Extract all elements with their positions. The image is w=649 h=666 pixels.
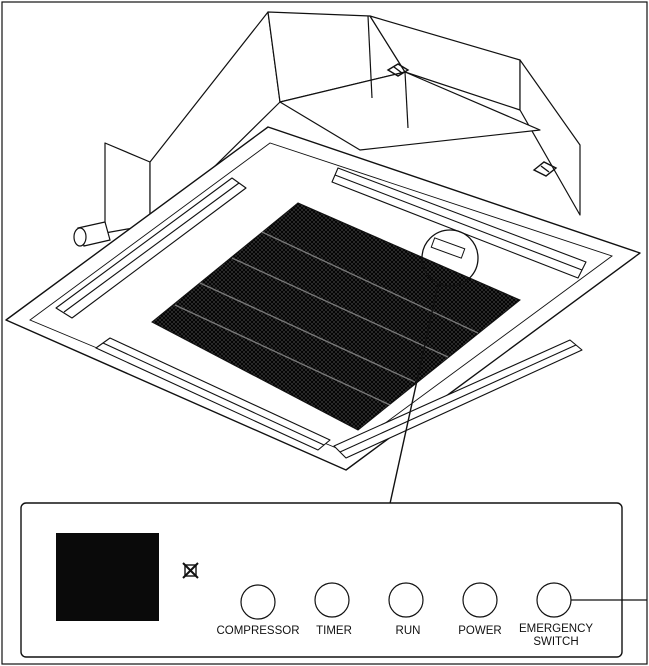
power-lamp	[462, 582, 498, 618]
intake-filter	[151, 202, 521, 431]
switch-label: SWITCH	[533, 636, 578, 648]
filter-bars	[174, 231, 479, 406]
power-label: POWER	[458, 625, 501, 637]
compressor-lamp	[240, 584, 276, 620]
emergency-label: EMERGENCY	[519, 623, 593, 635]
run-label: RUN	[396, 625, 421, 637]
callout-leader	[381, 284, 439, 541]
hook-icon	[532, 161, 558, 177]
timer-label: TIMER	[316, 625, 352, 637]
timer-lamp	[314, 582, 350, 618]
drain-pipe	[73, 221, 111, 247]
compressor-label: COMPRESSOR	[216, 625, 299, 637]
receiver-window	[430, 237, 466, 259]
hook-icon	[386, 63, 410, 77]
emergency-switch-button[interactable]	[536, 582, 572, 618]
ir-receiver-window	[56, 533, 159, 621]
sensor-mark-icon	[182, 562, 199, 579]
unit-body	[104, 11, 581, 234]
air-louvers	[55, 167, 587, 459]
callout-circle	[421, 229, 479, 287]
run-lamp	[388, 582, 424, 618]
display-panel	[20, 502, 623, 658]
